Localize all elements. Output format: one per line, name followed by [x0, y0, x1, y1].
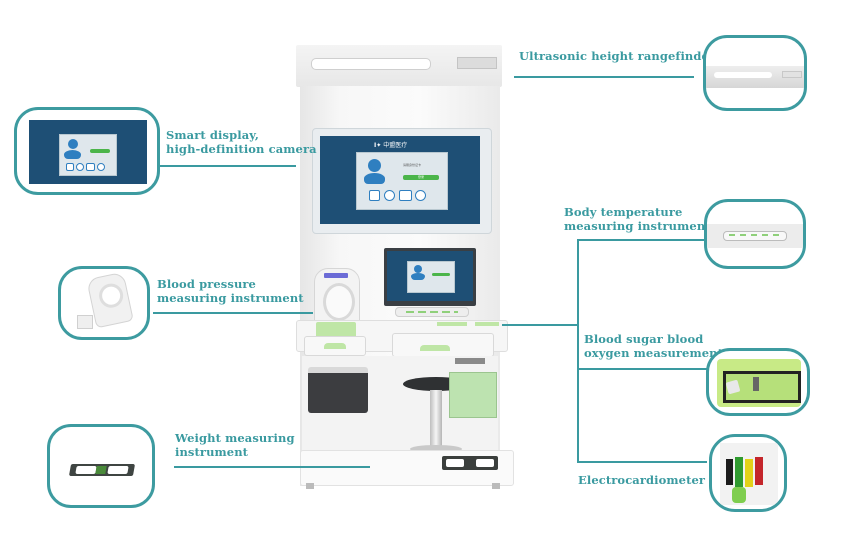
weight-scale	[442, 456, 498, 470]
id-input[interactable]: 请刷身份证卡	[403, 163, 422, 167]
callout-temperature-line	[578, 239, 706, 241]
user-avatar-icon	[368, 159, 381, 172]
callout-blood-pressure-line	[153, 312, 313, 314]
callout-smart-display-label: Smart display, high-definition camera	[166, 128, 317, 156]
fingerprint-icon[interactable]	[384, 190, 395, 201]
wheel-right	[492, 483, 500, 489]
callout-smart-display-line	[160, 165, 296, 167]
sugar-oxygen-thumbnail	[717, 359, 801, 407]
right-bracket-line	[577, 239, 579, 463]
callout-height-line	[514, 76, 694, 78]
callout-weight-line	[174, 466, 370, 468]
printer	[308, 367, 368, 413]
height-sensor-thumbnail	[706, 66, 804, 88]
callout-ecg-bubble	[709, 434, 787, 512]
height-sensor-light	[311, 58, 431, 70]
ecg-thumbnail	[720, 443, 778, 505]
bp-monitor	[314, 268, 360, 328]
face-scan-icon[interactable]	[369, 190, 380, 201]
brand-name: 中盟医疗	[383, 142, 408, 149]
weight-thumbnail	[68, 464, 136, 476]
callout-smart-display-bubble	[14, 107, 160, 195]
callout-temperature-bubble	[704, 199, 806, 269]
login-button[interactable]: 登录	[403, 175, 439, 180]
callout-height-bubble	[703, 35, 807, 111]
logo-icon: I✦	[374, 142, 382, 149]
secondary-display	[387, 251, 473, 301]
callout-weight-label: Weight measuring instrument	[175, 431, 295, 459]
callout-sugar-oxygen-line	[578, 368, 708, 370]
callout-sugar-oxygen-label: Blood sugar blood oxygen measurement	[584, 332, 724, 360]
callout-sugar-oxygen-connector	[502, 324, 578, 326]
stool-pole	[430, 390, 442, 446]
callout-ecg-label: Electrocardiometer	[578, 473, 706, 487]
callout-ecg-line	[577, 461, 707, 463]
stool-base	[410, 445, 462, 453]
callout-sugar-oxygen-bubble	[706, 348, 810, 416]
usb-ports	[455, 358, 485, 364]
id-card-icon[interactable]	[399, 190, 412, 201]
login-panel: 请刷身份证卡 登录	[356, 152, 448, 210]
temperature-thumbnail	[707, 224, 803, 248]
bp-thumbnail	[86, 271, 134, 329]
temperature-sensor	[395, 307, 469, 317]
callout-height-label: Ultrasonic height rangefinder	[519, 49, 716, 63]
callout-weight-bubble	[47, 424, 155, 508]
callout-blood-pressure-bubble	[58, 266, 150, 340]
ecg-box	[449, 372, 497, 418]
smart-display-thumbnail	[29, 120, 147, 184]
height-sensor-module	[457, 57, 497, 69]
brand-logo: I✦ 中盟医疗	[374, 140, 407, 149]
callout-temperature-label: Body temperature measuring instrument	[564, 205, 711, 233]
wheel-left	[306, 483, 314, 489]
main-display: I✦ 中盟医疗 请刷身份证卡 登录	[320, 136, 480, 224]
callout-blood-pressure-label: Blood pressure measuring instrument	[157, 277, 304, 305]
card-swipe-icon[interactable]	[415, 190, 426, 201]
